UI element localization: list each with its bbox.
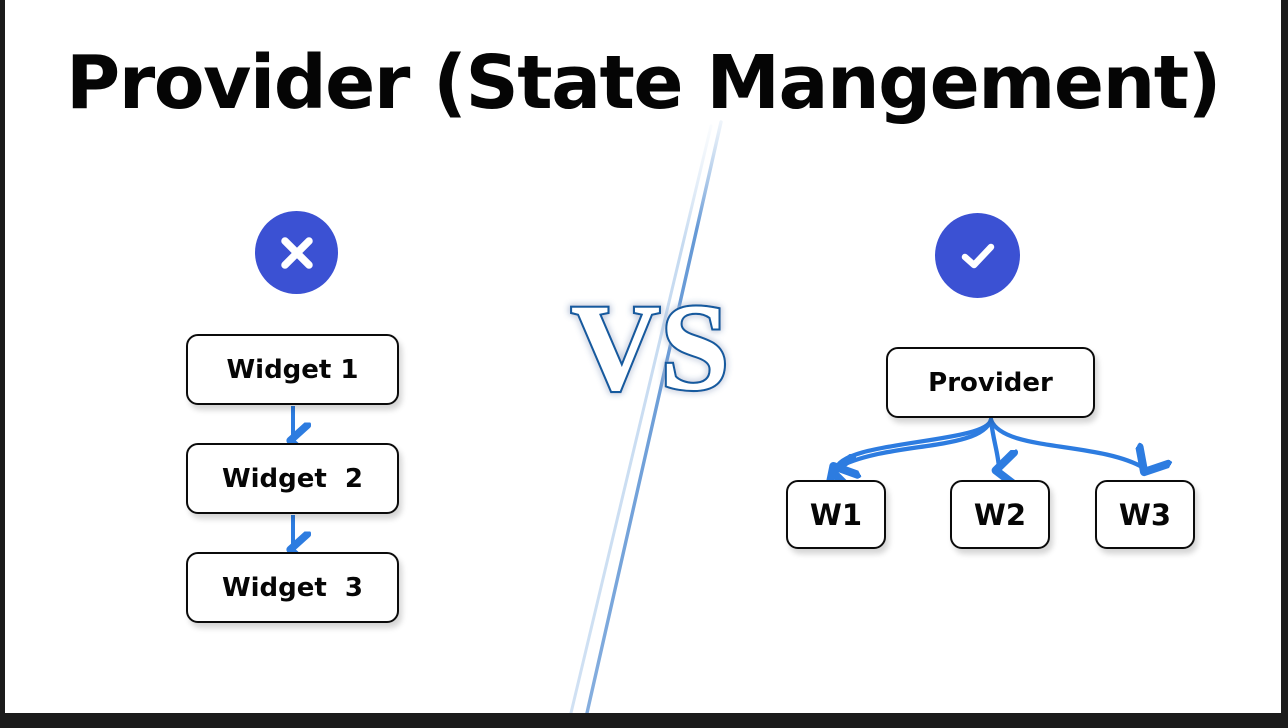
branch-provider-w3: [988, 417, 1144, 468]
page-title: Provider (State Mangement): [66, 40, 1221, 126]
node-w2[interactable]: W2: [950, 480, 1050, 549]
connector-provider-w2: [836, 416, 994, 470]
node-widget-1[interactable]: Widget 1: [186, 334, 399, 405]
check-badge: [935, 213, 1020, 298]
divider-line-secondary: [569, 124, 713, 713]
node-widget-3[interactable]: Widget 3: [186, 552, 399, 623]
frame-edge-left: [0, 0, 5, 728]
node-w3[interactable]: W3: [1095, 480, 1195, 549]
slide-canvas: Provider (State Mangement): [5, 0, 1281, 713]
frame-edge-right: [1281, 0, 1288, 728]
frame-edge-bottom: [0, 713, 1288, 728]
versus-label: VS: [571, 285, 730, 415]
cross-icon: [280, 236, 313, 269]
cross-badge: [255, 211, 338, 294]
branch-provider-w1: [837, 417, 994, 468]
check-icon: [961, 243, 994, 268]
branch-provider-w2: [988, 417, 999, 468]
versus-wordmark: VS: [569, 285, 732, 415]
node-widget-2[interactable]: Widget 2: [186, 443, 399, 514]
node-w1[interactable]: W1: [786, 480, 886, 549]
divider-line-primary: [585, 120, 723, 713]
node-provider[interactable]: Provider: [886, 347, 1095, 418]
